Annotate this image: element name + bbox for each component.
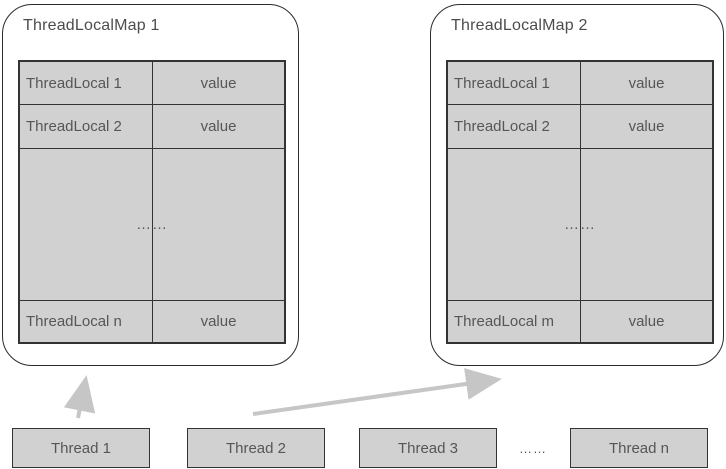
table-row: ThreadLocal 2 value: [448, 105, 712, 149]
key-cell: ThreadLocal n: [20, 301, 153, 342]
table-row-ellipsis: ……: [20, 149, 284, 301]
thread-n-box: Thread n: [570, 428, 708, 468]
table-row: ThreadLocal m value: [448, 301, 712, 342]
key-cell: ThreadLocal m: [448, 301, 581, 342]
value-cell: value: [200, 74, 237, 92]
value-cell: value: [628, 74, 665, 92]
thread-2-box: Thread 2: [187, 428, 325, 468]
value-cell: [153, 149, 284, 300]
table-row-ellipsis: ……: [448, 149, 712, 301]
table-row: ThreadLocal 2 value: [20, 105, 284, 149]
threadlocalmap-1-table: ThreadLocal 1 value ThreadLocal 2 value …: [18, 60, 286, 344]
arrow-thread2-to-map2: [252, 368, 502, 416]
threads-ellipsis: ……: [519, 440, 547, 456]
value-cell: value: [200, 313, 237, 330]
value-cell: value: [200, 118, 237, 135]
threadlocalmap-1-box: ThreadLocalMap 1 ThreadLocal 1 value Thr…: [2, 4, 299, 366]
threadlocalmap-2-box: ThreadLocalMap 2 ThreadLocal 1 value Thr…: [430, 4, 724, 366]
threadlocalmap-2-table: ThreadLocal 1 value ThreadLocal 2 value …: [446, 60, 714, 344]
table-row: ThreadLocal n value: [20, 301, 284, 342]
key-cell: [20, 149, 153, 300]
key-cell: ThreadLocal 2: [20, 105, 153, 148]
table-row: ThreadLocal 1 value: [448, 62, 712, 105]
value-cell: value: [628, 118, 665, 135]
key-cell: ThreadLocal 1: [20, 62, 153, 104]
key-cell: [448, 149, 581, 300]
key-cell: ThreadLocal 1: [448, 62, 581, 104]
table-row: ThreadLocal 1 value: [20, 62, 284, 105]
thread-1-box: Thread 1: [12, 428, 150, 468]
thread-3-box: Thread 3: [359, 428, 497, 468]
map-title: ThreadLocalMap 1: [23, 17, 160, 34]
value-cell: [581, 149, 712, 300]
value-cell: value: [628, 313, 665, 330]
map-title: ThreadLocalMap 2: [451, 17, 588, 34]
key-cell: ThreadLocal 2: [448, 105, 581, 148]
arrow-thread1-to-map1: [63, 375, 96, 419]
